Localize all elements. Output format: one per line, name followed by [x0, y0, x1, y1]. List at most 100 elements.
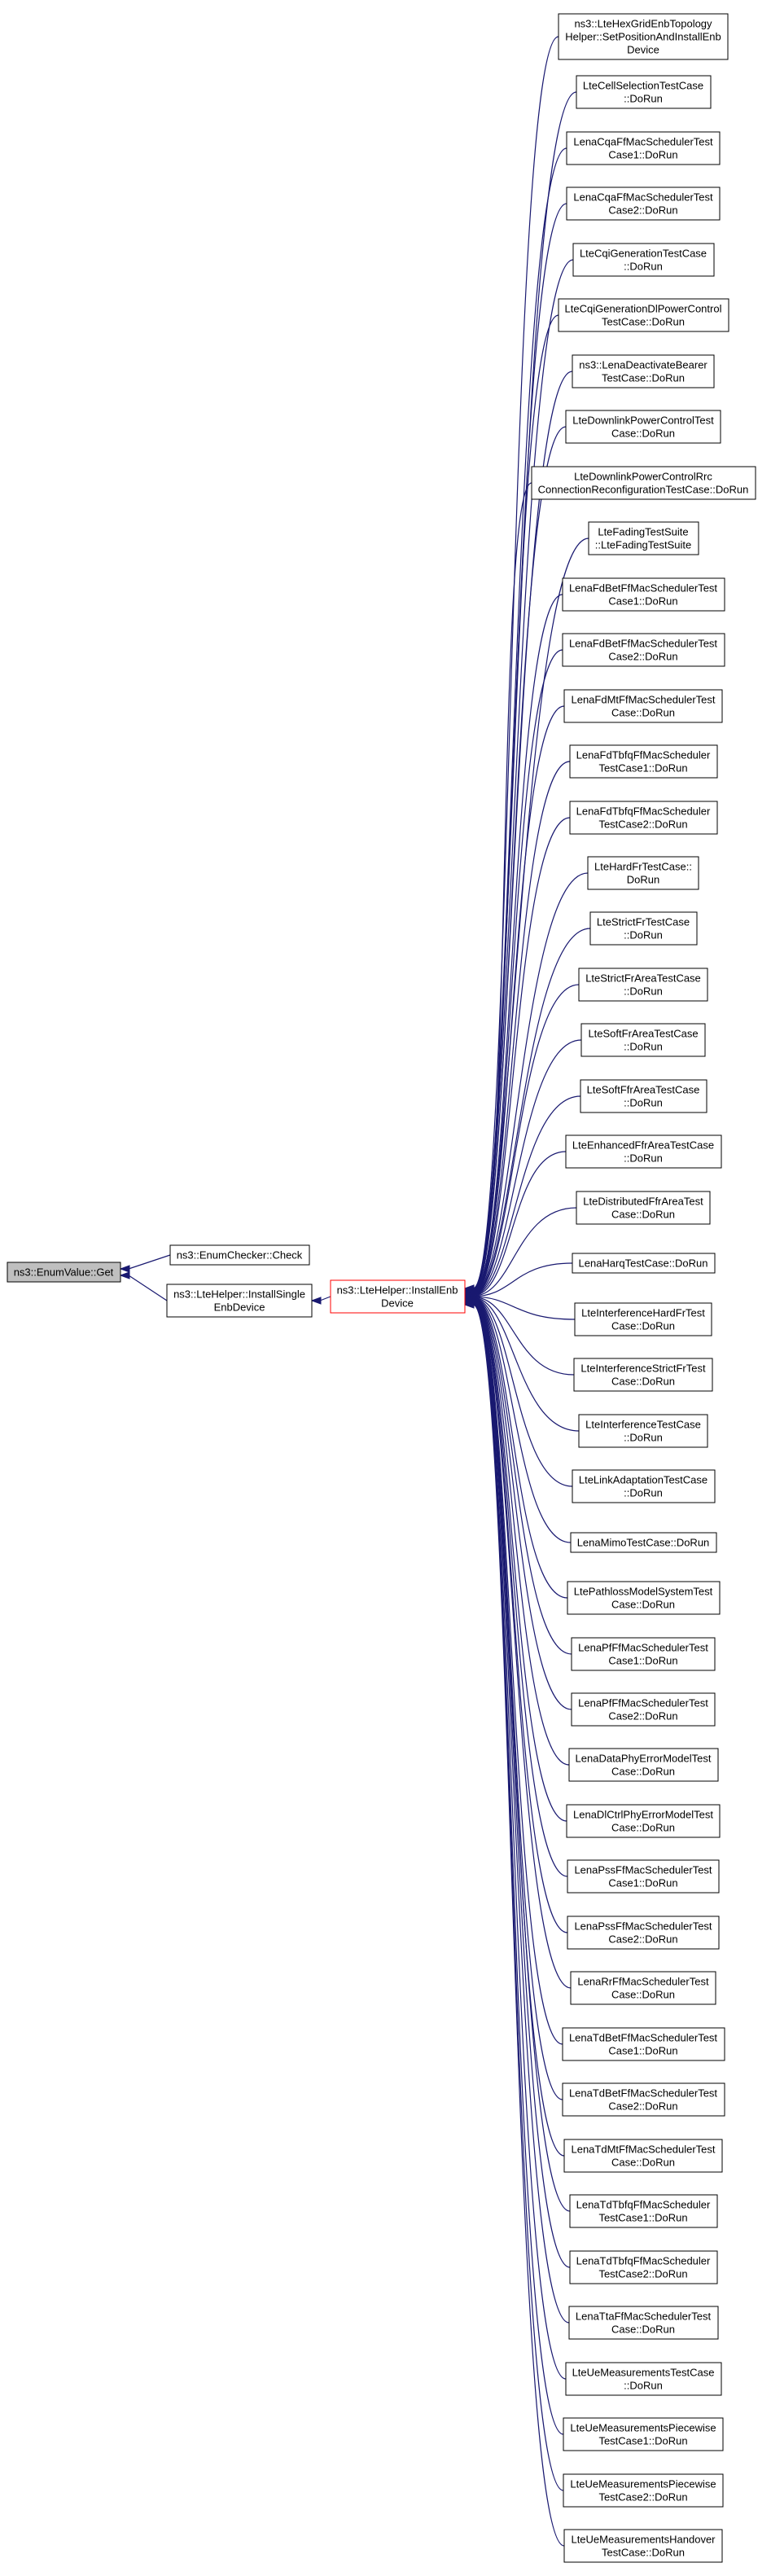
nodes-layer: ns3::EnumValue::Get ns3::EnumChecker::Che… — [7, 13, 756, 2563]
node-label: TestCase2::DoRun — [598, 2491, 687, 2504]
node-label: LteCellSelectionTestCase — [583, 80, 703, 92]
node-caller-15[interactable]: LteHardFrTestCase::DoRun — [587, 856, 699, 890]
node-caller-8[interactable]: LteDownlinkPowerControlRrcConnectionReco… — [531, 466, 756, 500]
node-box — [565, 410, 721, 444]
node-caller-27[interactable]: LenaMimoTestCase::DoRun — [570, 1532, 717, 1553]
node-box — [576, 1191, 711, 1225]
node-box — [562, 577, 725, 612]
node-box — [563, 2529, 723, 2563]
edge-caller-16 — [472, 928, 591, 1295]
node-caller-22[interactable]: LenaHarqTestCase::DoRun — [572, 1253, 716, 1274]
node-label: Case::DoRun — [611, 707, 675, 719]
node-label: Case1::DoRun — [608, 595, 677, 608]
node-box — [558, 13, 729, 60]
edge-caller-18 — [472, 1039, 582, 1296]
node-label: LenaFdMtFfMacSchedulerTest — [571, 694, 715, 706]
node-caller-17[interactable]: LteStrictFrAreaTestCase::DoRun — [578, 968, 708, 1002]
node-box — [563, 2417, 724, 2451]
node-label: LteHardFrTestCase:: — [594, 861, 692, 873]
node-label: Case1::DoRun — [608, 1655, 677, 1667]
edge-caller-28 — [472, 1297, 568, 1599]
node-label: LenaPssFfMacSchedulerTest — [574, 1864, 712, 1876]
node-label: LenaPfFfMacSchedulerTest — [578, 1697, 708, 1709]
node-label: Case2::DoRun — [608, 1710, 677, 1722]
node-box — [572, 243, 715, 277]
node-label: Case::DoRun — [611, 1599, 675, 1611]
node-label: Case2::DoRun — [608, 2100, 677, 2113]
node-enumchecker[interactable]: ns3::EnumChecker::Check — [169, 1244, 310, 1266]
edge-caller-38 — [472, 1301, 565, 2157]
node-label: LenaDataPhyErrorModelTest — [576, 1753, 712, 1765]
node-label: LteUeMeasurementsHandover — [571, 2534, 716, 2546]
node-caller-18[interactable]: LteSoftFrAreaTestCase::DoRun — [580, 1023, 706, 1057]
node-label: ns3::LenaDeactivateBearer — [579, 359, 707, 371]
node-caller-44[interactable]: LteUeMeasurementsPiecewiseTestCase2::DoR… — [563, 2473, 724, 2508]
edge-caller-12 — [472, 705, 565, 1293]
edge-hub — [319, 1296, 331, 1301]
node-label: ns3::LteHelper::InstallSingle — [173, 1288, 305, 1301]
node-label: Case2::DoRun — [608, 204, 677, 217]
node-caller-5[interactable]: LteCqiGenerationDlPowerControlTestCase::… — [558, 298, 729, 332]
node-box — [569, 2250, 718, 2284]
node-label: Case2::DoRun — [608, 651, 677, 663]
node-label: TestCase1::DoRun — [598, 2435, 687, 2447]
node-box — [571, 1692, 716, 1727]
node-box — [566, 187, 721, 221]
node-box — [570, 1532, 717, 1553]
edge-caller-23 — [472, 1296, 576, 1320]
node-label: ns3::LteHexGridEnbTopology — [574, 18, 712, 30]
node-caller-1[interactable]: LteCellSelectionTestCase::DoRun — [576, 75, 712, 109]
node-caller-26[interactable]: LteLinkAdaptationTestCase::DoRun — [572, 1469, 716, 1503]
node-caller-0[interactable]: ns3::LteHexGridEnbTopologyHelper::SetPos… — [558, 13, 729, 60]
node-box — [569, 2194, 718, 2228]
node-label: LenaDlCtrlPhyErrorModelTest — [573, 1809, 713, 1821]
node-caller-9[interactable]: LteFadingTestSuite::LteFadingTestSuite — [588, 521, 699, 555]
edge-caller-25 — [472, 1297, 580, 1432]
node-label: LteInterferenceTestCase — [585, 1419, 701, 1431]
node-caller-19[interactable]: LteSoftFfrAreaTestCase::DoRun — [580, 1079, 707, 1113]
node-label: LteEnhancedFfrAreaTestCase — [572, 1139, 714, 1152]
node-label: LteCqiGenerationTestCase — [580, 248, 707, 260]
node-caller-25[interactable]: LteInterferenceTestCase::DoRun — [578, 1414, 708, 1448]
node-box — [572, 354, 715, 388]
node-caller-43[interactable]: LteUeMeasurementsPiecewiseTestCase1::DoR… — [563, 2417, 724, 2451]
node-caller-42[interactable]: LteUeMeasurementsTestCase::DoRun — [565, 2362, 722, 2396]
node-caller-20[interactable]: LteEnhancedFfrAreaTestCase::DoRun — [565, 1134, 722, 1169]
node-caller-16[interactable]: LteStrictFrTestCase::DoRun — [589, 911, 698, 946]
node-label: LenaTdTbfqFfMacScheduler — [576, 2255, 711, 2267]
edge-caller-0 — [472, 36, 559, 1289]
node-label: LteUeMeasurementsPiecewise — [570, 2478, 716, 2490]
node-caller-4[interactable]: LteCqiGenerationTestCase::DoRun — [572, 243, 715, 277]
node-enumvalue-get[interactable]: ns3::EnumValue::Get — [7, 1262, 121, 1283]
node-label: TestCase::DoRun — [602, 316, 685, 328]
